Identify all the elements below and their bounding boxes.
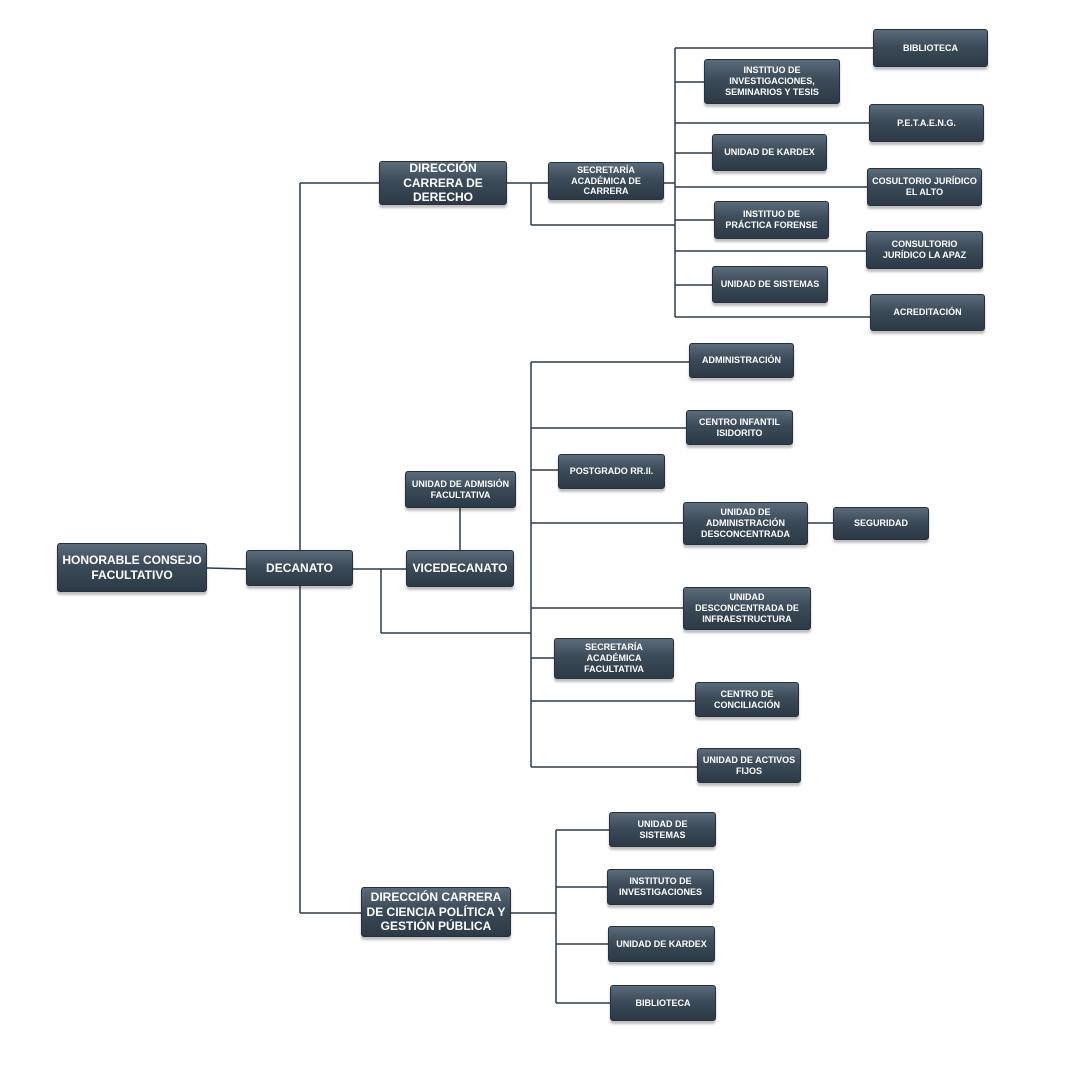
node-biblioteca-ciencia-politica: BIBLIOTECA xyxy=(610,985,716,1021)
node-petaeng: P.E.T.A.E.N.G. xyxy=(869,104,984,142)
node-instituto-investigaciones-cp: INSTITUTO DE INVESTIGACIONES xyxy=(607,869,714,905)
node-centro-infantil: CENTRO INFANTIL ISIDORITO xyxy=(686,410,793,445)
node-activos-fijos: UNIDAD DE ACTIVOS FIJOS xyxy=(697,748,801,783)
node-consultorio-la-apaz: CONSULTORIO JURÍDICO LA APAZ xyxy=(866,231,983,269)
node-direccion-derecho: DIRECCIÓN CARRERA DE DERECHO xyxy=(379,161,507,205)
node-acreditacion: ACREDITACIÓN xyxy=(870,294,985,331)
node-direccion-ciencia-politica: DIRECCIÓN CARRERA DE CIENCIA POLÍTICA Y … xyxy=(361,887,511,937)
node-biblioteca-derecho: BIBLIOTECA xyxy=(873,29,988,67)
node-kardex-ciencia-politica: UNIDAD DE KARDEX xyxy=(608,926,715,962)
node-unidad-admision: UNIDAD DE ADMISIÓN FACULTATIVA xyxy=(405,471,516,508)
node-infraestructura: UNIDAD DESCONCENTRADA DE INFRAESTRUCTURA xyxy=(683,587,811,630)
node-secretaria-academica-facultativa: SECRETARÍA ACADÉMICA FACULTATIVA xyxy=(554,638,674,679)
node-seguridad: SEGURIDAD xyxy=(833,507,929,540)
node-decanato: DECANATO xyxy=(246,550,353,586)
node-sistemas-ciencia-politica: UNIDAD DE SISTEMAS xyxy=(609,812,716,847)
node-admin-desconcentrada: UNIDAD DE ADMINISTRACIÓN DESCONCENTRADA xyxy=(683,502,808,545)
node-kardex-derecho: UNIDAD DE KARDEX xyxy=(712,134,827,171)
node-administracion: ADMINISTRACIÓN xyxy=(689,343,794,378)
node-secretaria-academica-carrera: SECRETARÍA ACADÉMICA DE CARRERA xyxy=(548,162,664,200)
node-postgrado: POSTGRADO RR.II. xyxy=(558,454,665,489)
node-centro-conciliacion: CENTRO DE CONCILIACIÓN xyxy=(695,682,799,717)
node-sistemas-derecho: UNIDAD DE SISTEMAS xyxy=(712,266,828,303)
node-consultorio-el-alto: COSULTORIO JURÍDICO EL ALTO xyxy=(867,168,982,206)
node-instituto-practica-forense: INSTITUO DE PRÁCTICA FORENSE xyxy=(714,201,829,239)
node-instituto-investigaciones-derecho: INSTITUO DE INVESTIGACIONES, SEMINARIOS … xyxy=(704,59,840,104)
node-honorable-consejo: HONORABLE CONSEJO FACULTATIVO xyxy=(57,543,207,592)
node-vicedecanato: VICEDECANATO xyxy=(406,550,514,587)
